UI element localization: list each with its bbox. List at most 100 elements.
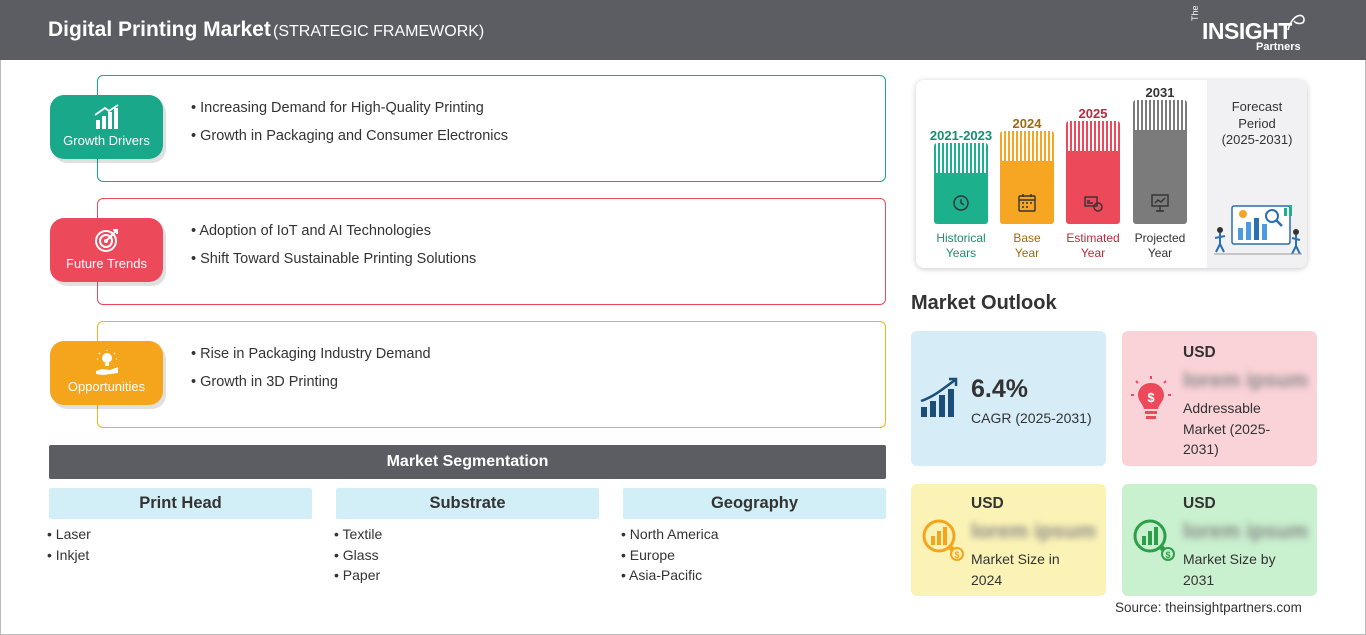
- logo-sub: Partners: [1256, 41, 1301, 53]
- future-trends-box: Adoption of IoT and AI Technologies Shif…: [97, 198, 886, 305]
- timeline-year: 2024: [1012, 116, 1042, 131]
- segment-list-substrate: Textile Glass Paper: [334, 524, 383, 586]
- svg-text:$: $: [1165, 550, 1170, 560]
- label-line: 2031: [1183, 571, 1215, 588]
- size2031-value: lorem ipsum: [1183, 520, 1308, 543]
- logo-the: The: [1190, 5, 1200, 21]
- lightbulb-hand-icon: [96, 350, 118, 375]
- list-item: Textile: [334, 524, 383, 545]
- label-line: Market Size by: [1183, 551, 1276, 567]
- history-icon: [953, 195, 969, 211]
- segment-heading-print-head: Print Head: [49, 488, 312, 519]
- list-item: Shift Toward Sustainable Printing Soluti…: [191, 245, 476, 273]
- segment-heading-substrate: Substrate: [336, 488, 599, 519]
- market-size-2031-card: $ USD lorem ipsum Market Size by 2031: [1122, 484, 1317, 596]
- cagr-label: CAGR (2025-2031): [971, 410, 1092, 426]
- label-line: Base: [1013, 231, 1041, 245]
- addressable-market-card: $ USD lorem ipsum Addressable Market (20…: [1122, 331, 1317, 466]
- growth-drivers-tag: Growth Drivers: [50, 95, 163, 159]
- growth-drivers-box: Increasing Demand for High-Quality Print…: [97, 75, 886, 182]
- growth-chart-icon: [94, 104, 119, 129]
- timeline-bar: [1066, 121, 1120, 224]
- timeline-year: 2031: [1145, 85, 1175, 100]
- tag-label: Future Trends: [66, 256, 147, 271]
- segment-list-print-head: Laser Inkjet: [47, 524, 91, 565]
- size2024-label: Market Size in 2024: [971, 549, 1060, 590]
- market-size-2024-card: $ USD lorem ipsum Market Size in 2024: [911, 484, 1106, 596]
- svg-text:$: $: [954, 550, 959, 560]
- list-item: Rise in Packaging Industry Demand: [191, 340, 431, 368]
- logo-swoosh-icon: [1287, 14, 1305, 31]
- insight-partners-logo: The INSIGHT Partners: [1190, 5, 1320, 54]
- label-line: Addressable: [1183, 400, 1261, 416]
- list-item: Glass: [334, 545, 382, 566]
- label-line: Estimated: [1066, 231, 1120, 245]
- magnifier-chart-icon: $: [1133, 519, 1175, 561]
- analytics-illustration-icon: [1214, 205, 1302, 255]
- label-line: Years: [945, 246, 977, 260]
- list-item: Inkjet: [47, 545, 91, 566]
- segment-list-geography: North America Europe Asia-Pacific: [621, 524, 719, 586]
- timeline-year: 2021-2023: [929, 128, 993, 143]
- timeline-bar: [1000, 131, 1054, 224]
- size2024-value: lorem ipsum: [971, 520, 1096, 543]
- label-line: Market (2025-: [1183, 420, 1271, 437]
- list-item: Laser: [47, 524, 91, 545]
- list-item: Asia-Pacific: [621, 565, 719, 586]
- forecast-line: Forecast: [1231, 99, 1283, 114]
- label-line: Projected: [1134, 231, 1186, 245]
- opportunities-tag: Opportunities: [50, 341, 163, 405]
- addressable-currency: USD: [1183, 344, 1216, 361]
- source-note: Source: theinsightpartners.com: [1115, 600, 1302, 615]
- label-line: Year: [1147, 246, 1173, 260]
- header-bar: Digital Printing Market (STRATEGIC FRAME…: [0, 0, 1366, 60]
- calendar-icon: [1018, 194, 1036, 212]
- list-item: Paper: [334, 565, 382, 586]
- list-item: North America: [621, 524, 719, 545]
- list-item: Europe: [621, 545, 719, 566]
- future-trends-tag: Future Trends: [50, 218, 163, 282]
- target-icon: [95, 229, 118, 252]
- growth-bar-chart-icon: [920, 377, 958, 417]
- label-line: Year: [1080, 246, 1106, 260]
- label-line: Year: [1014, 246, 1040, 260]
- opportunities-box: Rise in Packaging Industry Demand Growth…: [97, 321, 886, 428]
- magnifier-chart-icon: $: [922, 519, 964, 561]
- addressable-value: lorem ipsum: [1183, 369, 1308, 392]
- market-outlook-title: Market Outlook: [911, 292, 1057, 314]
- presentation-icon: [1151, 194, 1169, 212]
- tag-label: Growth Drivers: [63, 133, 150, 148]
- forecast-line: (2025-2031): [1221, 132, 1293, 147]
- estimate-icon: [1084, 196, 1103, 212]
- size2031-currency: USD: [1183, 495, 1216, 512]
- idea-dollar-icon: $: [1131, 376, 1171, 419]
- page-subtitle: (STRATEGIC FRAMEWORK): [273, 23, 485, 40]
- label-line: 2024: [971, 571, 1003, 588]
- label-line: Market Size in: [971, 551, 1060, 567]
- label-line: Historical: [936, 231, 986, 245]
- market-segmentation-header: Market Segmentation: [49, 445, 886, 479]
- size2024-currency: USD: [971, 495, 1004, 512]
- list-item: Growth in 3D Printing: [191, 368, 431, 396]
- timeline-bar: [1133, 100, 1187, 224]
- svg-text:$: $: [1147, 390, 1155, 405]
- label-line: 2031): [1183, 441, 1219, 457]
- size2031-label: Market Size by 2031: [1183, 549, 1276, 590]
- tag-label: Opportunities: [67, 379, 146, 394]
- cagr-card: 6.4% CAGR (2025-2031): [911, 331, 1106, 466]
- page-title: Digital Printing Market: [48, 18, 271, 41]
- forecast-line: Period: [1238, 115, 1276, 131]
- cagr-value: 6.4%: [971, 375, 1028, 403]
- list-item: Growth in Packaging and Consumer Electro…: [191, 122, 508, 150]
- timeline-year: 2025: [1078, 106, 1108, 121]
- list-item: Adoption of IoT and AI Technologies: [191, 217, 476, 245]
- forecast-period-label: Forecast Period (2025-2031): [1212, 99, 1302, 149]
- list-item: Increasing Demand for High-Quality Print…: [191, 94, 508, 122]
- logo-main: INSIGHT: [1202, 18, 1292, 44]
- segment-heading-geography: Geography: [623, 488, 886, 519]
- addressable-label: Addressable Market (2025- 2031): [1183, 398, 1270, 460]
